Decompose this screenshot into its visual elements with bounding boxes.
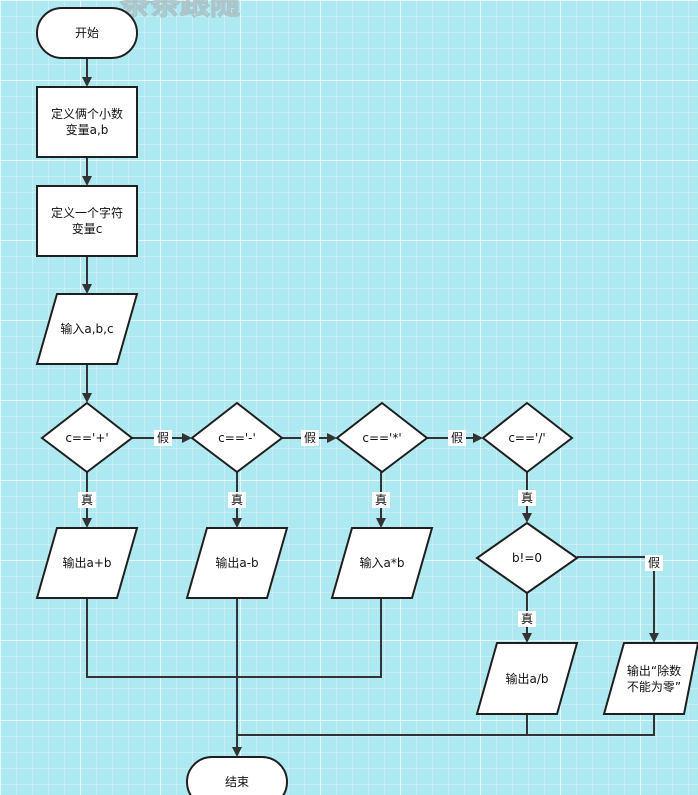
label-nonzero-false: 假 <box>645 555 663 571</box>
label-div-true: 真 <box>518 490 536 506</box>
node-start[interactable]: 开始 <box>36 7 138 59</box>
node-label-cond-mul: c=='*' <box>362 431 401 445</box>
svg-text:假: 假 <box>157 431 169 445</box>
label-minus-true: 真 <box>228 492 246 508</box>
node-end[interactable]: 结束 <box>186 756 288 795</box>
node-label-line: 不能为零” <box>627 680 681 694</box>
node-cond-div[interactable]: c=='/' <box>481 401 574 474</box>
node-label-line: 输入a*b <box>360 555 405 570</box>
watermark: 条条跟随 <box>120 0 240 22</box>
svg-text:真: 真 <box>375 493 387 507</box>
svg-text:真: 真 <box>521 491 533 505</box>
node-label-line: c=='+' <box>65 431 108 445</box>
node-input[interactable]: 输入a,b,c <box>35 293 139 365</box>
node-label-out-error: 输出“除数不能为零” <box>627 663 681 694</box>
node-label-end: 结束 <box>225 775 249 789</box>
node-define-char[interactable]: 定义一个字符变量c <box>36 185 138 257</box>
node-label-out-plus: 输出a+b <box>62 555 111 570</box>
edge-labels: 假 假 假 真 真 真 真 真 <box>78 430 663 627</box>
node-label-line: 定义一个字符 <box>51 205 123 220</box>
label-plus-true: 真 <box>78 492 96 508</box>
edge-merge-plus-mul <box>86 598 382 678</box>
svg-text:假: 假 <box>304 431 316 445</box>
node-label-cond-minus: c=='-' <box>218 431 256 445</box>
node-out-minus[interactable]: 输出a-b <box>185 527 289 599</box>
node-cond-minus[interactable]: c=='-' <box>190 401 284 474</box>
node-label-input: 输入a,b,c <box>60 321 113 336</box>
svg-text:真: 真 <box>81 493 93 507</box>
node-label-out-minus: 输出a-b <box>215 555 258 570</box>
svg-text:真: 真 <box>521 612 533 626</box>
node-label-cond-nonzero: b!=0 <box>512 551 542 565</box>
node-label-line: 结束 <box>225 775 249 789</box>
node-label-line: 输出a+b <box>62 555 111 570</box>
node-out-error[interactable]: 输出“除数不能为零” <box>602 642 698 715</box>
node-label-line: 输入a,b,c <box>60 321 113 336</box>
node-label-line: 变量c <box>72 221 103 236</box>
node-label-line: 变量a,b <box>66 122 109 137</box>
edge-merge-div-error <box>526 714 655 736</box>
node-label-line: c=='-' <box>218 431 256 445</box>
node-label-line: 开始 <box>75 26 99 40</box>
svg-text:真: 真 <box>231 493 243 507</box>
node-label-define-char: 定义一个字符变量c <box>51 205 123 236</box>
svg-text:假: 假 <box>451 431 463 445</box>
label-nonzero-true: 真 <box>518 611 536 627</box>
node-cond-plus[interactable]: c=='+' <box>40 401 134 474</box>
nodes: 开始 定义俩个小数变量a,b 定义一个字符变量c 输入a,b,c c=='+' … <box>35 7 698 795</box>
node-label-cond-div: c=='/' <box>508 431 545 445</box>
label-plus-false: 假 <box>154 430 172 446</box>
node-label-line: 输出“除数 <box>627 663 681 678</box>
node-label-define-floats: 定义俩个小数变量a,b <box>51 106 123 137</box>
node-label-line: c=='/' <box>508 431 545 445</box>
node-cond-mul[interactable]: c=='*' <box>335 401 429 474</box>
node-define-floats[interactable]: 定义俩个小数变量a,b <box>36 86 138 158</box>
node-label-line: c=='*' <box>362 431 401 445</box>
node-label-line: 输出a/b <box>505 671 548 686</box>
node-out-mul[interactable]: 输入a*b <box>330 527 434 599</box>
node-label-out-mul: 输入a*b <box>360 555 405 570</box>
node-out-div[interactable]: 输出a/b <box>475 642 579 715</box>
node-label-line: 定义俩个小数 <box>51 106 123 121</box>
label-minus-false: 假 <box>301 430 319 446</box>
svg-text:假: 假 <box>648 556 660 570</box>
node-label-out-div: 输出a/b <box>505 671 548 686</box>
node-label-line: b!=0 <box>512 551 542 565</box>
node-label-cond-plus: c=='+' <box>65 431 108 445</box>
node-label-start: 开始 <box>75 26 99 40</box>
node-cond-nonzero[interactable]: b!=0 <box>475 521 579 595</box>
label-mul-true: 真 <box>372 492 390 508</box>
edge-nonzero-false <box>577 556 659 643</box>
node-out-plus[interactable]: 输出a+b <box>35 527 139 599</box>
label-mul-false: 假 <box>448 430 466 446</box>
node-label-line: 输出a-b <box>215 555 258 570</box>
